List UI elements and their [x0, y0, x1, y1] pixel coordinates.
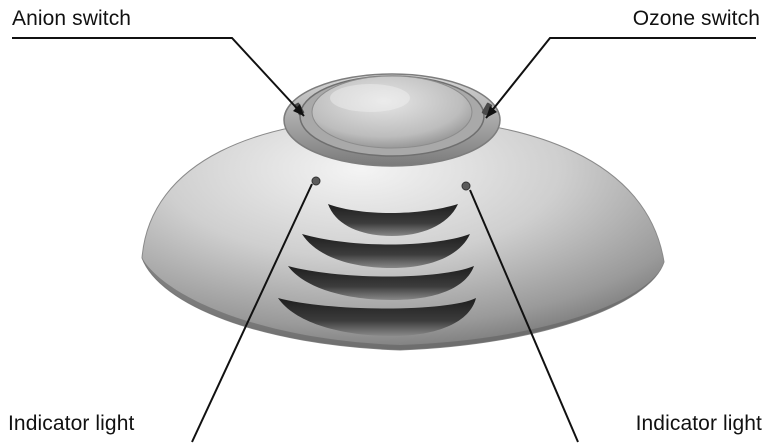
- indicator-light-left-label: Indicator light: [8, 413, 134, 434]
- indicator-light-left-dot: [312, 177, 320, 185]
- anion-leader: [12, 38, 304, 116]
- indicator-light-right-dot: [462, 182, 470, 190]
- anion-switch-label: Anion switch: [12, 8, 131, 29]
- indicator-light-right-label: Indicator light: [636, 413, 762, 434]
- ozone-switch-label: Ozone switch: [633, 8, 760, 29]
- ozone-leader: [486, 38, 756, 118]
